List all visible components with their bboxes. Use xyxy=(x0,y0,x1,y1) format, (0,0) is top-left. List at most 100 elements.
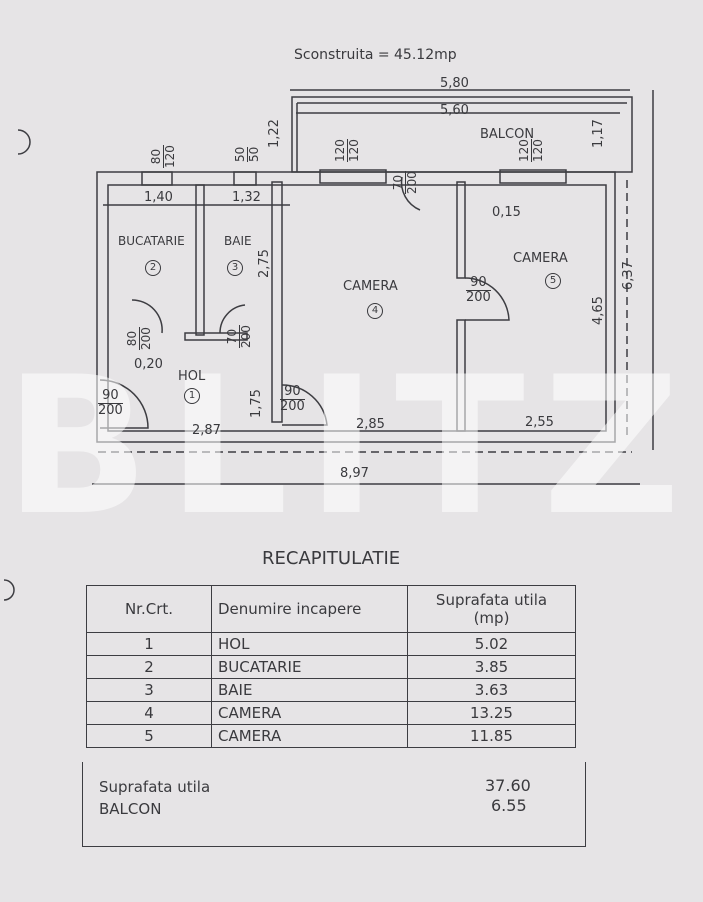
row-name: HOL xyxy=(211,632,408,656)
row-nr: 5 xyxy=(86,724,212,748)
row-area: 3.63 xyxy=(407,678,576,702)
balcony-label: BALCON xyxy=(480,127,535,142)
row-area: 5.02 xyxy=(407,632,576,656)
row-area: 11.85 xyxy=(407,724,576,748)
door-width: 90 xyxy=(466,276,491,291)
dim-balcony-outer: 5,80 xyxy=(440,76,469,91)
window-height: 120 xyxy=(162,145,177,168)
dim-baie-height: 2,75 xyxy=(257,249,272,278)
room-label-hol: HOL xyxy=(178,369,206,384)
door-height: 200 xyxy=(98,402,123,418)
door-width: 70 xyxy=(225,325,240,348)
punch-hole xyxy=(17,129,31,155)
door-height: 200 xyxy=(280,398,305,414)
window-width: 120 xyxy=(517,139,532,162)
dim-total-height: 6,37 xyxy=(621,261,636,290)
room-label-baie: BAIE xyxy=(224,234,252,248)
dim-camera4-width: 2,85 xyxy=(356,417,385,432)
wall-camera4-camera5-top xyxy=(456,181,466,279)
header-area-label: Suprafata utila xyxy=(435,591,548,609)
door-swing-entrance xyxy=(99,379,149,429)
door-swing-camera5 xyxy=(464,277,510,321)
window-width: 50 xyxy=(233,146,248,162)
total-value: 37.60 xyxy=(485,776,531,795)
table-header-row: Nr.Crt. Denumire incapere Suprafata util… xyxy=(86,585,576,633)
outer-wall xyxy=(96,171,616,443)
door-swing-bucatarie xyxy=(131,299,163,334)
row-nr: 2 xyxy=(86,655,212,679)
window-height: 120 xyxy=(530,139,545,162)
inner-wall-line xyxy=(107,184,607,432)
door-width: 70 xyxy=(391,171,406,194)
door-swing-balcon xyxy=(400,176,421,211)
room-label-camera4: CAMERA xyxy=(343,279,398,294)
row-area: 3.85 xyxy=(407,655,576,679)
row-name: CAMERA xyxy=(211,724,408,748)
header-name: Denumire incapere xyxy=(211,585,408,633)
room-number-5: 5 xyxy=(545,273,561,289)
door-height: 200 xyxy=(404,171,419,194)
header-nr: Nr.Crt. xyxy=(86,585,212,633)
window-camera5 xyxy=(499,169,567,184)
door-height: 200 xyxy=(466,289,491,305)
window-baie xyxy=(233,171,257,186)
room-number-3: 3 xyxy=(227,260,243,276)
row-name: BAIE xyxy=(211,678,408,702)
dim-bucatarie-width: 1,40 xyxy=(144,190,173,205)
window-camera4 xyxy=(319,169,387,184)
dim-balcony-depth-left: 1,22 xyxy=(267,119,282,148)
window-height: 50 xyxy=(246,146,261,162)
room-label-bucatarie: BUCATARIE xyxy=(118,234,185,248)
watermark: BLITZ xyxy=(4,336,699,557)
row-nr: 1 xyxy=(86,632,212,656)
wall-camera4-camera5-bottom xyxy=(456,319,466,432)
room-number-2: 2 xyxy=(145,260,161,276)
row-nr: 4 xyxy=(86,701,212,725)
summary-title: RECAPITULATIE xyxy=(262,548,401,569)
summary-table: Nr.Crt. Denumire incapere Suprafata util… xyxy=(86,585,576,748)
row-area: 13.25 xyxy=(407,701,576,725)
window-bucatarie xyxy=(141,171,173,186)
dim-wall-thickness: 0,15 xyxy=(492,205,521,220)
door-width: 90 xyxy=(98,389,123,404)
room-number-1: 1 xyxy=(184,388,200,404)
window-height: 120 xyxy=(346,139,361,162)
dim-hol-height: 1,75 xyxy=(249,389,264,418)
dim-hol-width: 2,87 xyxy=(192,423,221,438)
room-number-4: 4 xyxy=(367,303,383,319)
balcony-total-value: 6.55 xyxy=(491,796,527,815)
room-label-camera5: CAMERA xyxy=(513,251,568,266)
dim-camera5-width: 2,55 xyxy=(525,415,554,430)
door-swing-camera4 xyxy=(281,384,328,426)
dim-baie-width: 1,32 xyxy=(232,190,261,205)
door-swing-baie xyxy=(219,304,246,334)
wall-baie-camera xyxy=(271,181,283,423)
header-area-unit: (mp) xyxy=(473,609,510,627)
door-width: 90 xyxy=(280,385,305,400)
header-area: Suprafata utila(mp) xyxy=(407,585,576,633)
dim-total-width: 8,97 xyxy=(340,466,369,481)
dim-hol-offset: 0,20 xyxy=(134,357,163,372)
balcony-total-label: BALCON xyxy=(99,800,162,818)
built-area: Sconstruita = 45.12mp xyxy=(294,47,457,63)
summary-totals: Suprafata utila 37.60 BALCON 6.55 xyxy=(82,762,586,847)
dim-balcony-inner: 5,60 xyxy=(440,103,469,118)
window-width: 120 xyxy=(333,139,348,162)
window-width: 80 xyxy=(149,145,164,168)
door-width: 80 xyxy=(125,327,140,350)
